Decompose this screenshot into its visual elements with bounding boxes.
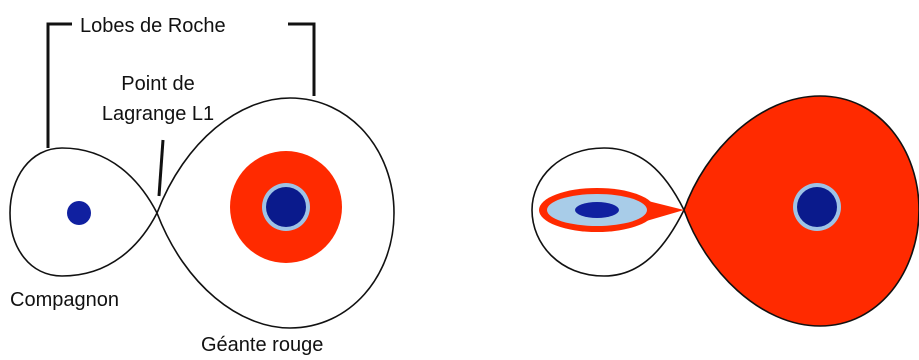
detached-binary: Lobes de Roche Point de Lagrange L1 Comp… [9, 15, 395, 356]
semi-detached-binary [531, 95, 919, 327]
companion-roche-lobe [531, 147, 685, 277]
red-giant-core [266, 187, 306, 227]
red-giant-label: Géante rouge [201, 334, 323, 356]
roche-lobes-outline [9, 97, 395, 329]
red-giant-core-2 [797, 187, 837, 227]
companion-star [67, 201, 91, 225]
lagrange-label-line1: Point de [121, 73, 194, 95]
lagrange-pointer [157, 139, 165, 197]
roche-lobes-bracket-right [288, 22, 316, 96]
roche-lobes-bracket [46, 22, 72, 148]
lagrange-label-line2: Lagrange L1 [102, 103, 214, 125]
roche-lobes-label: Lobes de Roche [80, 15, 226, 37]
companion-label: Compagnon [10, 289, 119, 311]
accretion-disk-core [575, 202, 619, 218]
